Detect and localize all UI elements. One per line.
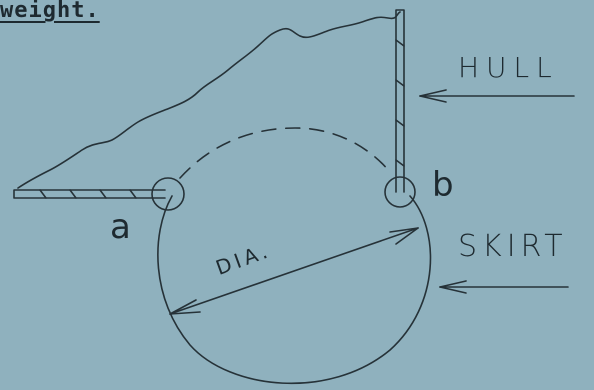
point-a-label: a [110, 207, 131, 247]
hull-plate-right-hatch [395, 39, 405, 167]
attachment-point-b [384, 176, 416, 208]
hull-outline [17, 11, 401, 189]
hull-plate-left-hatch [39, 189, 137, 199]
hull-arrowhead [419, 89, 447, 103]
attachment-point-a [151, 177, 185, 211]
skirt-arrowhead [439, 280, 467, 294]
dashed-arc [179, 127, 391, 179]
hull-plate-left [13, 189, 166, 199]
skirt-circle [157, 195, 432, 385]
skirt-label: SKIRT [458, 229, 568, 264]
heading-text: weight. [0, 0, 100, 23]
diameter-arrowhead-left [169, 299, 201, 315]
hull-label: HULL [458, 51, 559, 84]
point-b-label: b [432, 165, 454, 205]
diameter-arrowhead-right [389, 227, 419, 245]
diameter-line [169, 227, 419, 315]
